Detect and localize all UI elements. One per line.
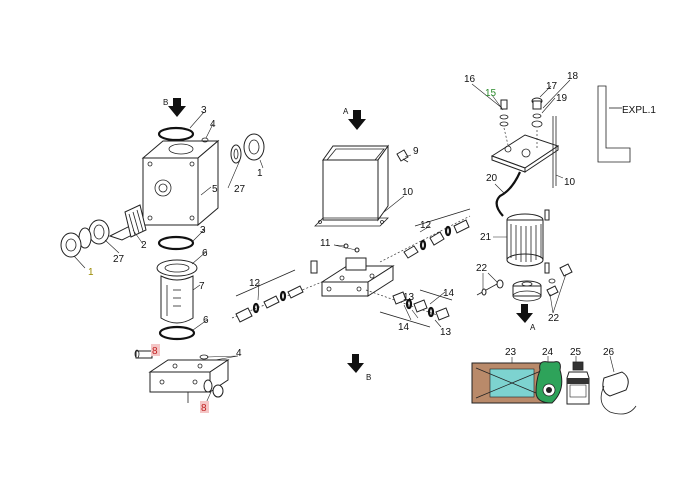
callout-6-bottom: 6 — [203, 315, 209, 326]
callout-13-lower: 13 — [440, 327, 452, 338]
callout-18: 18 — [567, 71, 579, 82]
callout-6-top: 6 — [202, 248, 208, 259]
middle-assembly: A — [231, 107, 471, 382]
callout-24: 24 — [542, 347, 554, 358]
hose-20 — [495, 171, 522, 217]
callout-26: 26 — [603, 347, 615, 358]
center-block — [310, 243, 395, 297]
lid-fittings — [499, 97, 543, 150]
view-arrow-b-bottom: B — [347, 354, 371, 382]
callout-14-upper: 14 — [443, 288, 455, 299]
view-arrow-a-top: A — [343, 107, 366, 130]
fitting-12-upper — [379, 208, 471, 263]
base-22 — [476, 263, 573, 302]
shaft-assembly — [60, 204, 147, 258]
callout-1-left: 1 — [88, 267, 94, 278]
callout-27-right: 27 — [234, 184, 246, 195]
callout-12-left: 12 — [249, 278, 261, 289]
o-ring-middle — [157, 235, 195, 251]
callout-10-right: 10 — [564, 177, 576, 188]
tank-cover — [314, 144, 389, 227]
callout-21: 21 — [480, 232, 492, 243]
callout-25: 25 — [570, 347, 582, 358]
view-arrow-b-top: B — [163, 98, 186, 117]
bottle-25 — [566, 361, 590, 405]
sheet-code: EXPL.1 — [622, 105, 656, 116]
callout-8-bottom: 8 — [201, 403, 207, 414]
callout-19: 19 — [556, 93, 568, 104]
right-assembly: A 16 15 17 18 19 10 20 21 22 22 — [464, 71, 579, 332]
callout-17: 17 — [546, 81, 558, 92]
motor-21 — [506, 209, 550, 274]
callout-23: 23 — [505, 347, 517, 358]
callout-10-middle: 10 — [402, 187, 414, 198]
view-label-a-top: A — [343, 107, 349, 116]
callout-12-upper: 12 — [420, 220, 432, 231]
view-label-a-bottom: A — [530, 323, 536, 332]
callout-27-left: 27 — [113, 254, 125, 265]
bottom-block — [134, 349, 230, 403]
callout-20: 20 — [486, 173, 498, 184]
view-label-b-top: B — [163, 98, 168, 107]
callout-4-bottom: 4 — [236, 348, 242, 359]
sheet-code-bracket: EXPL.1 — [597, 85, 656, 163]
screw-9 — [396, 149, 409, 163]
callout-13-upper: 13 — [403, 292, 415, 303]
view-label-b-bottom: B — [366, 373, 371, 382]
callout-7: 7 — [199, 281, 205, 292]
callout-3-top: 3 — [201, 105, 207, 116]
callout-15: 15 — [485, 88, 497, 99]
callout-1-right: 1 — [257, 168, 263, 179]
callout-9: 9 — [413, 146, 419, 157]
bearing-right — [230, 133, 265, 164]
valve-block — [141, 139, 220, 227]
callout-11: 11 — [320, 238, 331, 249]
callout-14-lower: 14 — [398, 322, 410, 333]
callout-8-top: 8 — [152, 346, 158, 357]
callout-5: 5 — [212, 184, 218, 195]
callout-2: 2 — [141, 240, 147, 251]
cable-26 — [600, 371, 637, 415]
view-arrow-a-bottom: A — [516, 304, 536, 332]
accessories: 23 24 25 26 — [471, 347, 637, 415]
callout-4-top: 4 — [210, 119, 216, 130]
callout-3-middle: 3 — [200, 225, 206, 236]
callout-22-right: 22 — [548, 313, 560, 324]
filter-housing — [156, 259, 198, 341]
callout-16: 16 — [464, 74, 476, 85]
lid-plate — [490, 116, 560, 188]
left-assembly: B — [60, 98, 265, 414]
fitting-12-left — [231, 269, 323, 323]
bag-24 — [535, 361, 563, 404]
o-ring-top — [157, 126, 195, 142]
fitting-13-14 — [365, 289, 453, 328]
callout-22-left: 22 — [476, 263, 488, 274]
